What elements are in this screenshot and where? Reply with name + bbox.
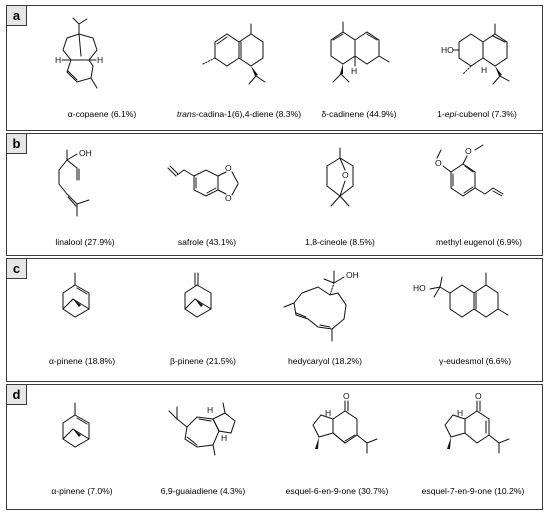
panel-label: b [7, 134, 27, 154]
atom-label: H [207, 405, 213, 415]
panel-label: c [7, 259, 27, 279]
compound-caption: α-copaene (6.1%) [67, 109, 137, 119]
atom-label: H [221, 433, 227, 443]
atom-label: H [351, 66, 357, 76]
compound-caption: esquel-7-en-9-one (10.2%) [421, 486, 525, 496]
atom-label: OH [79, 148, 92, 158]
compound-caption: α-pinene (7.0%) [51, 486, 113, 496]
compound-caption: esquel-6-en-9-one (30.7%) [285, 486, 389, 496]
compound-caption: γ-eudesmol (6.6%) [438, 356, 512, 366]
structure-esquel-6-en-9-one: O H [312, 391, 378, 454]
structure-trans-cadinadiene [202, 23, 266, 85]
compound-caption: trans-cadina-1(6),4-diene (8.3%) [176, 109, 302, 119]
compound-caption: 1,8-cineole (8.5%) [305, 237, 375, 247]
structure-esquel-7-en-9-one: O H [444, 391, 510, 454]
structure-methyl-eugenol: O O [435, 144, 504, 197]
atom-label: H [457, 408, 463, 418]
compound-caption: δ-cadinene (44.9%) [321, 109, 397, 119]
structure-alpha-copaene: H H [55, 17, 103, 89]
compound-caption: linalool (27.9%) [55, 237, 115, 247]
atom-label: H [55, 55, 61, 65]
structure-hedycaryol: OH [283, 270, 359, 342]
atom-label: H [325, 408, 331, 418]
atom-label: O [342, 170, 349, 180]
compound-caption: β-pinene (21.5%) [169, 356, 237, 366]
panel-label: a [7, 6, 27, 26]
structure-guaiadiene: H H [168, 402, 236, 456]
panel-c: c α-pinene (18.8%) β-pinene (21.5%) OH [6, 258, 543, 382]
panel-label: d [7, 385, 27, 405]
structure-alpha-pinene [62, 272, 90, 318]
atom-label: HO [413, 283, 426, 293]
panel-b: b OH linalool (27.9%) O O safrole (43.1%… [6, 133, 543, 256]
structure-alpha-pinene [62, 402, 90, 448]
compound-caption: α-pinene (18.8%) [48, 356, 116, 366]
compound-caption: 1-epi-cubenol (7.3%) [437, 109, 517, 119]
atom-label: O [225, 193, 232, 203]
atom-label: O [475, 391, 482, 401]
panel-a: a H H α-copaene (6.1%) trans-cadina-1(6)… [6, 5, 543, 131]
atom-label: OH [346, 270, 359, 280]
structure-cineole: O [326, 147, 354, 207]
atom-label: H [97, 55, 103, 65]
structure-safrole: O O [167, 163, 239, 203]
structure-epi-cubenol: HO H [441, 23, 510, 85]
compound-caption: 6,9-guaiadiene (4.3%) [160, 486, 246, 496]
compound-caption: hedycaryol (18.2%) [287, 356, 363, 366]
compound-caption: safrole (43.1%) [177, 237, 237, 247]
atom-label: O [343, 391, 350, 401]
structure-beta-pinene [184, 272, 212, 318]
compound-caption: methyl eugenol (6.9%) [436, 237, 522, 247]
structure-linalool: OH [58, 148, 92, 217]
structure-gamma-eudesmol: HO [413, 272, 509, 318]
atom-label: O [435, 158, 442, 168]
atom-label: O [465, 146, 472, 156]
atom-label: O [225, 163, 232, 173]
structure-delta-cadinene: H [330, 21, 390, 83]
atom-label: H [481, 65, 487, 75]
panel-d: d α-pinene (7.0%) H H 6,9-guaiadiene (4.… [6, 384, 543, 510]
atom-label: HO [441, 45, 454, 55]
